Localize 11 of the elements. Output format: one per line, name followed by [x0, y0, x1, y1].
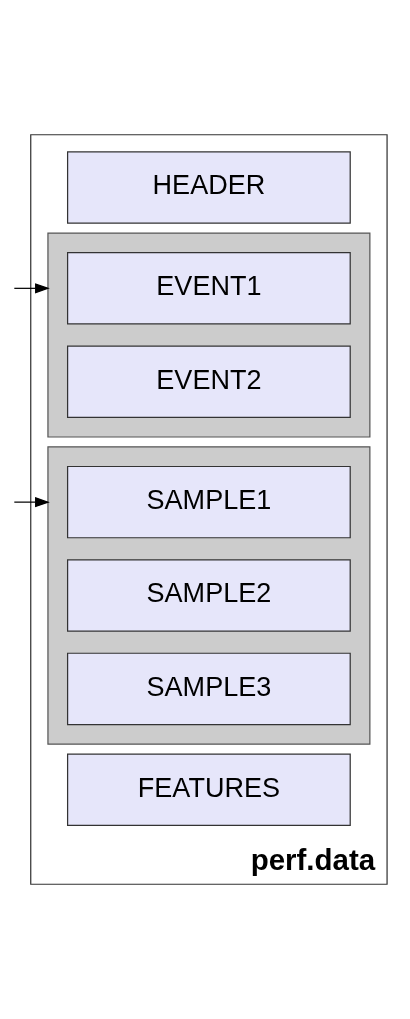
node-box: FEATURES [67, 753, 351, 826]
cluster [47, 446, 371, 745]
arrow [13, 283, 50, 294]
cluster [47, 232, 371, 438]
node-box: SAMPLE3 [67, 652, 351, 726]
node-box: HEADER [67, 151, 351, 224]
node-box: EVENT1 [67, 252, 351, 325]
node-box: EVENT2 [67, 345, 351, 418]
node-box: SAMPLE2 [67, 559, 351, 632]
node-box: SAMPLE1 [67, 465, 351, 539]
arrow [13, 496, 50, 508]
